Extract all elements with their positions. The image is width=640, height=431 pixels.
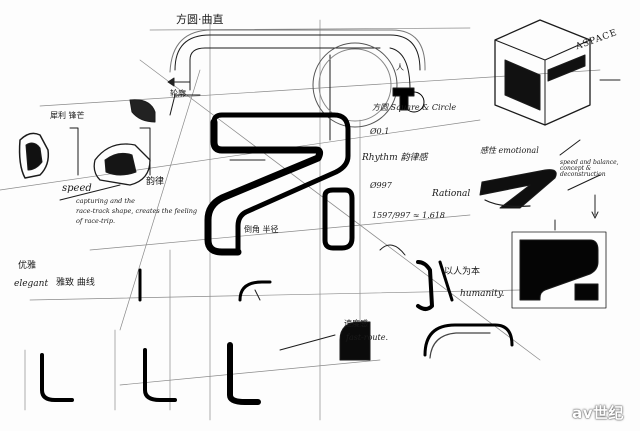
solid-logo xyxy=(511,231,607,309)
main-logo-seven xyxy=(204,112,351,256)
character-sketch xyxy=(379,244,454,311)
aspace-box-sketch xyxy=(494,19,591,126)
note-hatch: 倒角 半径 xyxy=(244,225,279,234)
note-elegant-tag: 雅致 曲线 xyxy=(56,278,95,288)
watermark-logo: av世纪 xyxy=(572,404,624,422)
note-fast: fast-route. xyxy=(346,333,389,342)
note-rational: Rational xyxy=(432,189,471,199)
note-track-3: of race-trip. xyxy=(76,217,116,225)
note-track-2: race-track shape, creates the feeling xyxy=(76,207,198,215)
note-ratio: 1597/997 ≈ 1.618 xyxy=(372,211,446,220)
arch-sketch xyxy=(169,29,426,141)
note-speed-balance: speed and balance, concept & deconstruct… xyxy=(560,159,619,178)
note-d01: Ø0.1 xyxy=(370,127,390,136)
left-detail-sketches xyxy=(18,94,201,201)
speed-logo-variant xyxy=(479,139,601,209)
note-track-1: capturing and the xyxy=(76,197,136,205)
construction-lines xyxy=(0,19,601,421)
note-ren: 人 xyxy=(396,63,404,72)
note-sharp: 犀利 锋芒 xyxy=(50,111,85,120)
note-sense: 感性 emotional xyxy=(480,146,539,155)
note-flat: 速度感 xyxy=(344,319,368,328)
square-circle-icon xyxy=(392,87,425,113)
note-square-circle: 方圆 Square & Circle xyxy=(372,103,457,112)
note-d997: Ø997 xyxy=(370,181,392,190)
note-rhythm: Rhythm 韵律感 xyxy=(362,153,428,163)
note-speed: speed xyxy=(62,183,92,194)
note-outline-cn: 轮廓 xyxy=(170,89,186,98)
note-elegant-cn: 优雅 xyxy=(18,261,37,271)
note-rhythm-cn: 韵律 xyxy=(146,177,165,187)
logo-right-leg xyxy=(322,187,355,251)
note-humanity-cn: 以人为本 xyxy=(444,267,481,277)
annotation-arrows xyxy=(167,77,621,231)
note-top-title: 方圆·曲直 xyxy=(176,13,224,26)
note-elegant: elegant xyxy=(14,279,49,289)
curved-details xyxy=(279,321,514,361)
stroke-columns xyxy=(40,268,272,405)
note-humanity: humanity. xyxy=(460,289,505,299)
